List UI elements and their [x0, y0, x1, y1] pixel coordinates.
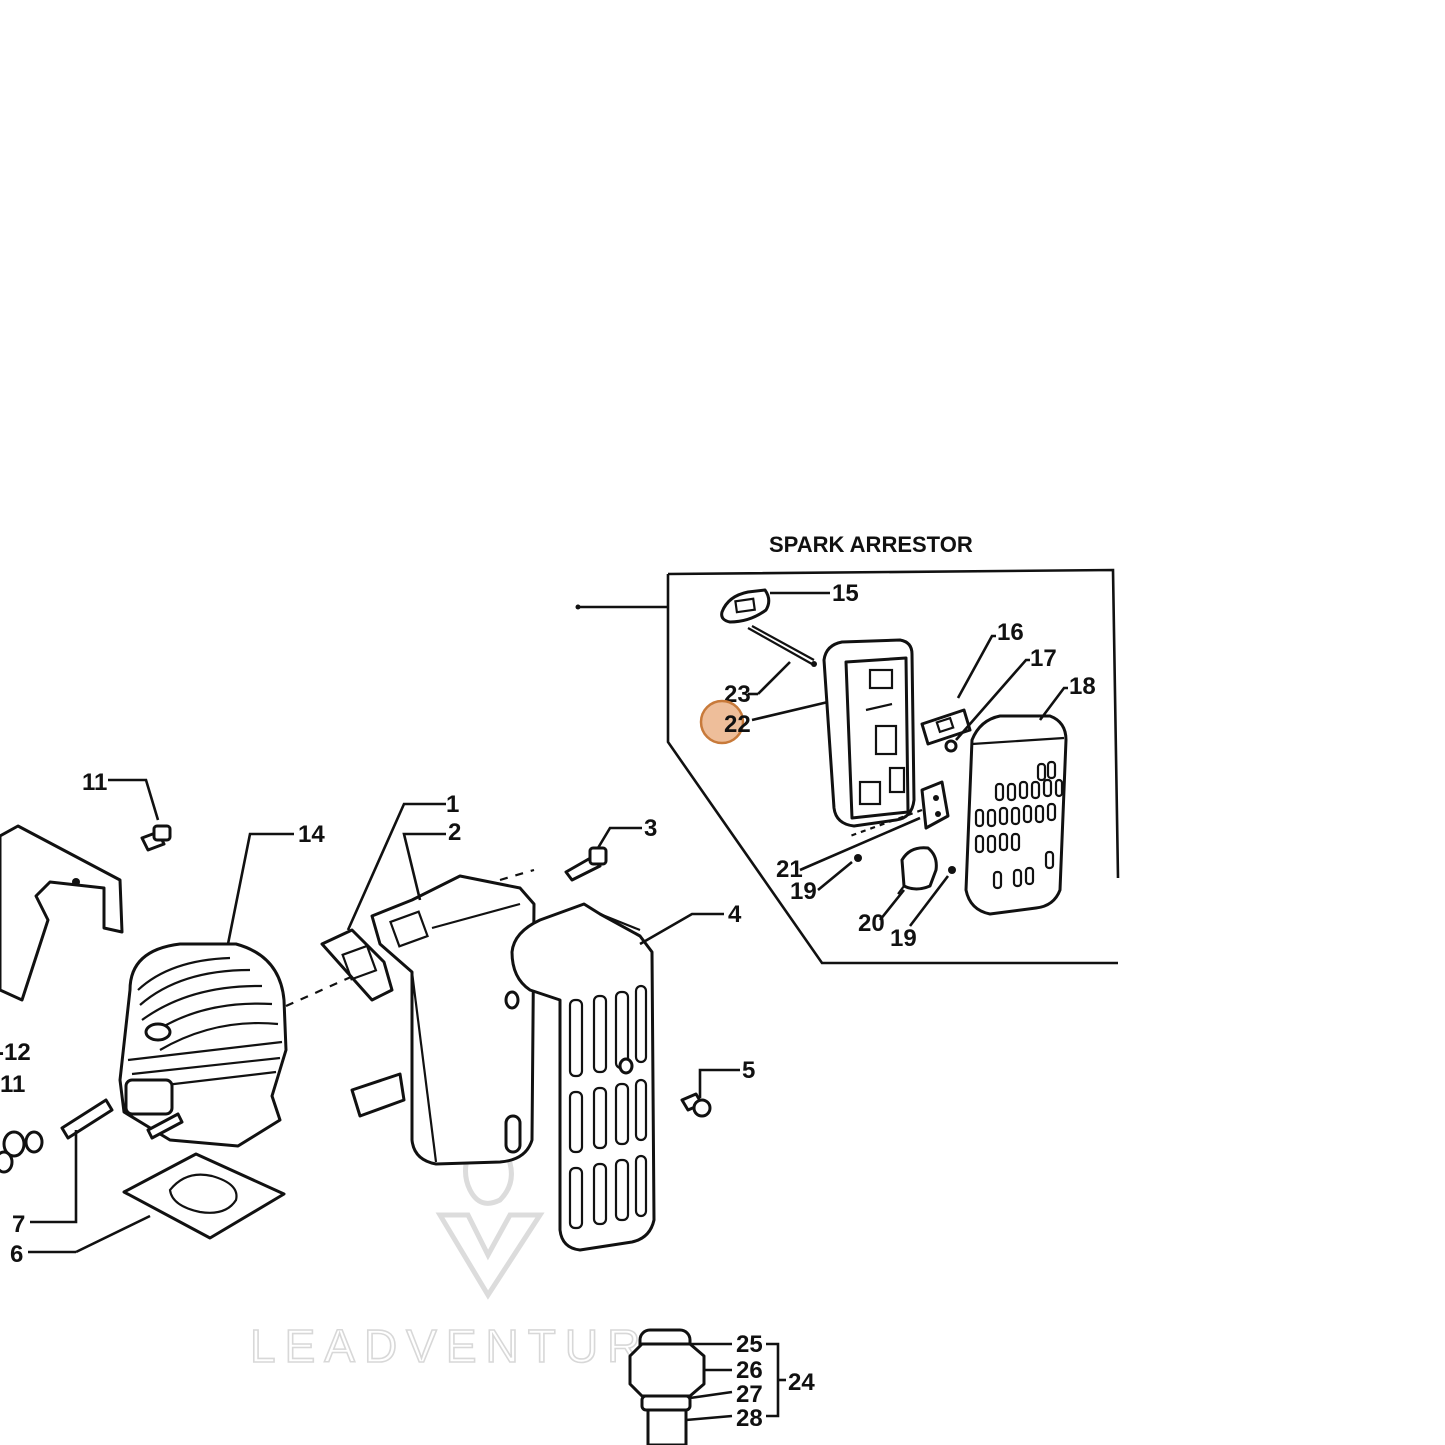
callout-17: 17: [1030, 645, 1057, 672]
gasket-part-1: [320, 928, 394, 1002]
callout-11b: 11: [0, 1071, 25, 1098]
screen-part-16: [920, 708, 972, 746]
screw-part-5: [680, 1092, 712, 1118]
callout-25: 25: [736, 1331, 763, 1358]
callout-26: 26: [736, 1357, 763, 1384]
watermark-text: LEADVENTURE: [250, 1320, 689, 1372]
bolt-part-3: [564, 846, 608, 882]
callout-16: 16: [997, 619, 1024, 646]
bolt-part-11: [140, 824, 172, 852]
callout-15: 15: [832, 580, 859, 607]
callout-7: 7: [12, 1211, 25, 1238]
spark-arrestor-muffler-part-22: [822, 638, 916, 828]
callout-6: 6: [10, 1241, 23, 1268]
callout-24: 24: [788, 1369, 815, 1396]
callout-20: 20: [858, 910, 885, 937]
muffler-part-2: [350, 874, 536, 1166]
callout-11a: 11: [82, 769, 107, 796]
cover-slots-18: [974, 760, 1064, 890]
callout-28: 28: [736, 1405, 763, 1432]
gasket-part-6: [122, 1152, 286, 1240]
callout-18: 18: [1069, 673, 1096, 700]
engine-shroud: [0, 824, 124, 1002]
callout-22: 22: [724, 711, 751, 738]
deflector-part-20: [897, 846, 938, 895]
cylinder-part-14: [118, 942, 288, 1148]
part-22-hotspot[interactable]: [699, 699, 745, 745]
screw-part-23: [747, 625, 817, 667]
heat-shield-slots-4: [568, 984, 648, 1230]
gasket-part-15: [720, 588, 771, 624]
bracket-part-21: [920, 780, 950, 830]
callout-5: 5: [742, 1057, 755, 1084]
callout-27: 27: [736, 1381, 763, 1408]
washer-part-17: [944, 739, 958, 753]
callout-21: 21: [776, 856, 803, 883]
spark-arrestor-frame: [575, 568, 1120, 965]
callout-3: 3: [644, 815, 657, 842]
stud-part-7: [60, 1098, 184, 1140]
spark-arrestor-title: SPARK ARRESTOR: [769, 532, 973, 557]
callout-19a: 19: [790, 878, 817, 905]
callout-1: 1: [446, 791, 459, 818]
screw-part-19a: [854, 854, 862, 862]
callout-19b: 19: [890, 925, 917, 952]
washers-part-12: [0, 1130, 44, 1174]
callout-14: 14: [298, 821, 325, 848]
screw-part-19b: [948, 866, 956, 874]
callout-12: -12: [0, 1039, 31, 1066]
callout-4: 4: [728, 901, 742, 928]
fitting-part-24: [628, 1328, 706, 1445]
callout-2: 2: [448, 819, 461, 846]
